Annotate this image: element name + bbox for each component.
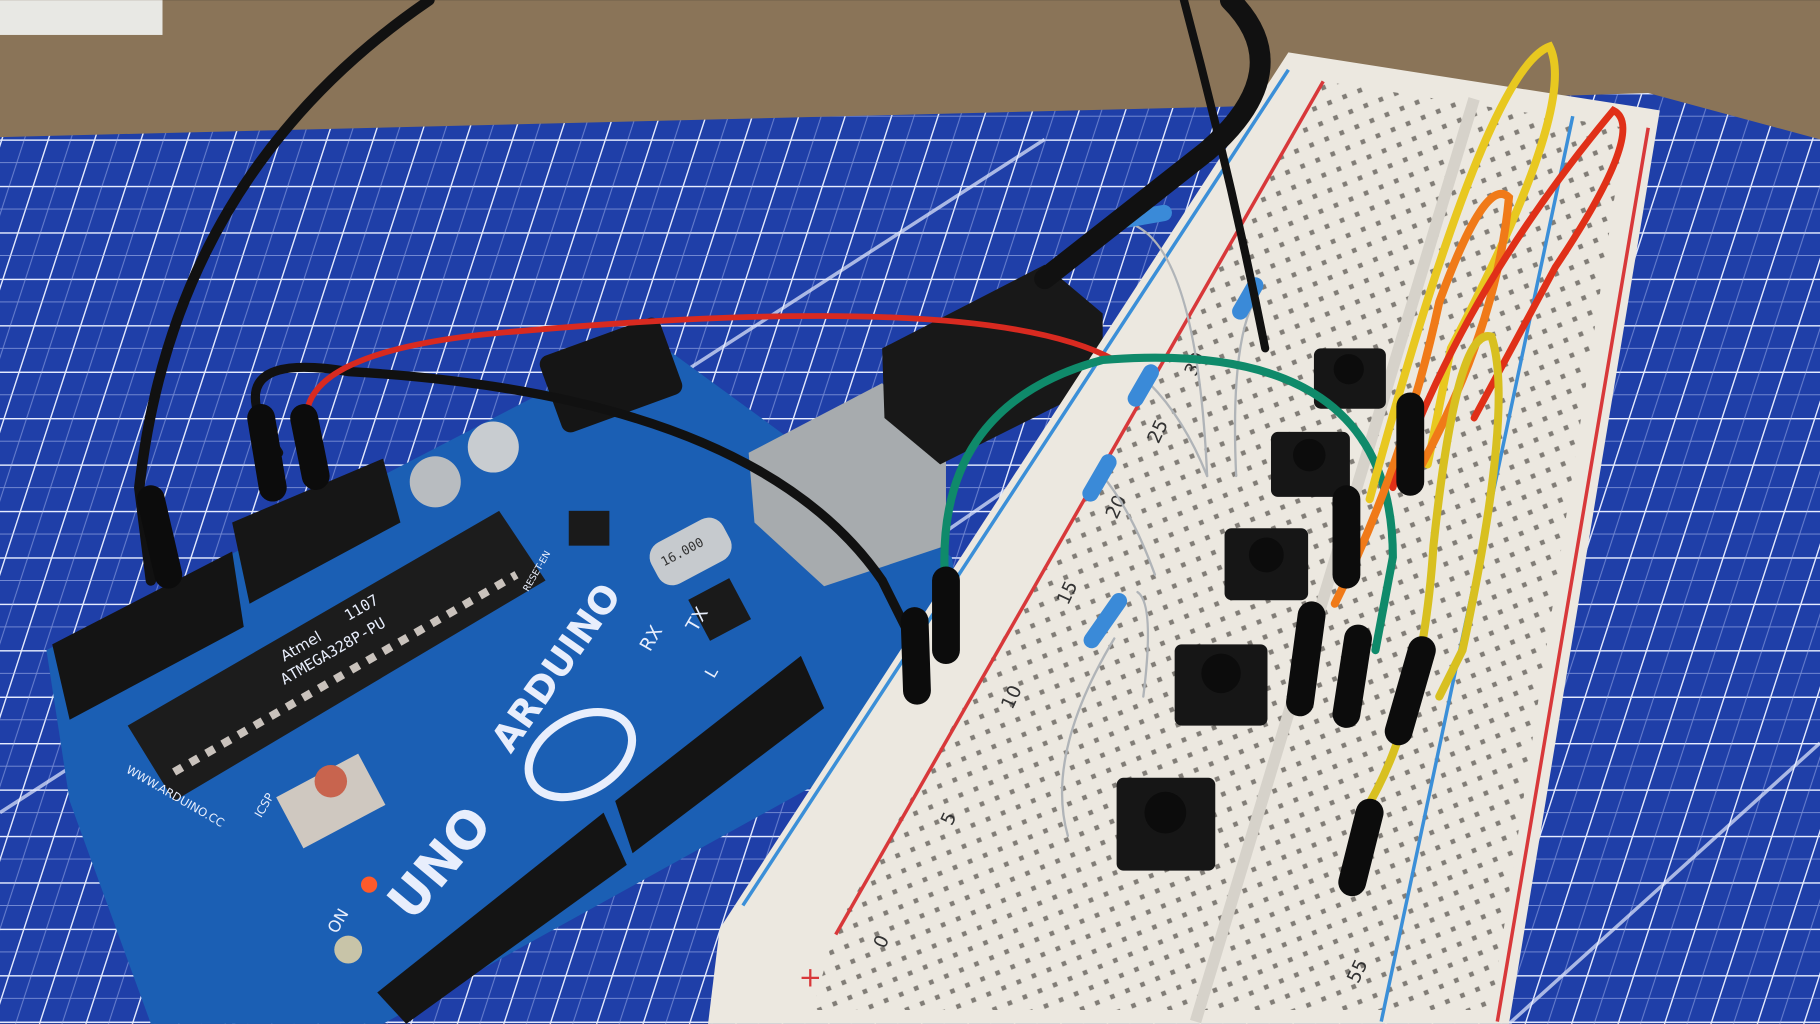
reset-button — [276, 753, 386, 849]
capacitor — [467, 421, 519, 473]
header-analog — [232, 458, 401, 604]
arduino-uno-board: Atmel 1107 ATMEGA328P-PU 16.000 ARDUINO … — [46, 264, 1103, 1024]
wire-yellow — [1365, 41, 1559, 504]
push-button — [1270, 431, 1350, 497]
mount-hole — [334, 935, 363, 964]
power-led — [360, 876, 378, 893]
small-chip — [568, 510, 610, 546]
wire-red — [1389, 106, 1627, 492]
wire-plug-ends — [136, 392, 1436, 897]
usb-cable — [1034, 0, 1271, 290]
usb-port — [748, 383, 946, 587]
resistor — [1082, 454, 1117, 502]
reset-cap — [314, 765, 348, 798]
wire-black — [250, 362, 922, 655]
wire-green — [940, 353, 1397, 655]
plus-rail-mark: + — [799, 961, 822, 994]
usb-chip — [688, 578, 752, 641]
usb-cable-plug — [882, 264, 1103, 465]
rail-line-blue — [741, 68, 1290, 907]
wire-black — [134, 0, 435, 586]
capacitor — [409, 456, 461, 508]
header-digital-1 — [377, 812, 627, 1024]
arduino-logo — [524, 707, 637, 802]
crystal — [649, 517, 732, 586]
resistor — [1083, 593, 1128, 649]
header-digital-2 — [615, 655, 825, 854]
push-button — [1313, 348, 1386, 409]
wire-red — [303, 313, 1118, 433]
resistor — [1127, 364, 1159, 407]
atmega-chip — [127, 510, 546, 802]
wire-black — [1179, 0, 1270, 353]
rail-line-red — [1495, 127, 1650, 1022]
jumper-wires — [134, 0, 1627, 897]
paper-corner — [0, 0, 163, 35]
push-button — [1116, 777, 1216, 871]
push-button — [1224, 528, 1309, 601]
push-button — [1174, 644, 1268, 726]
push-buttons — [1116, 348, 1386, 871]
header-power — [52, 551, 244, 720]
